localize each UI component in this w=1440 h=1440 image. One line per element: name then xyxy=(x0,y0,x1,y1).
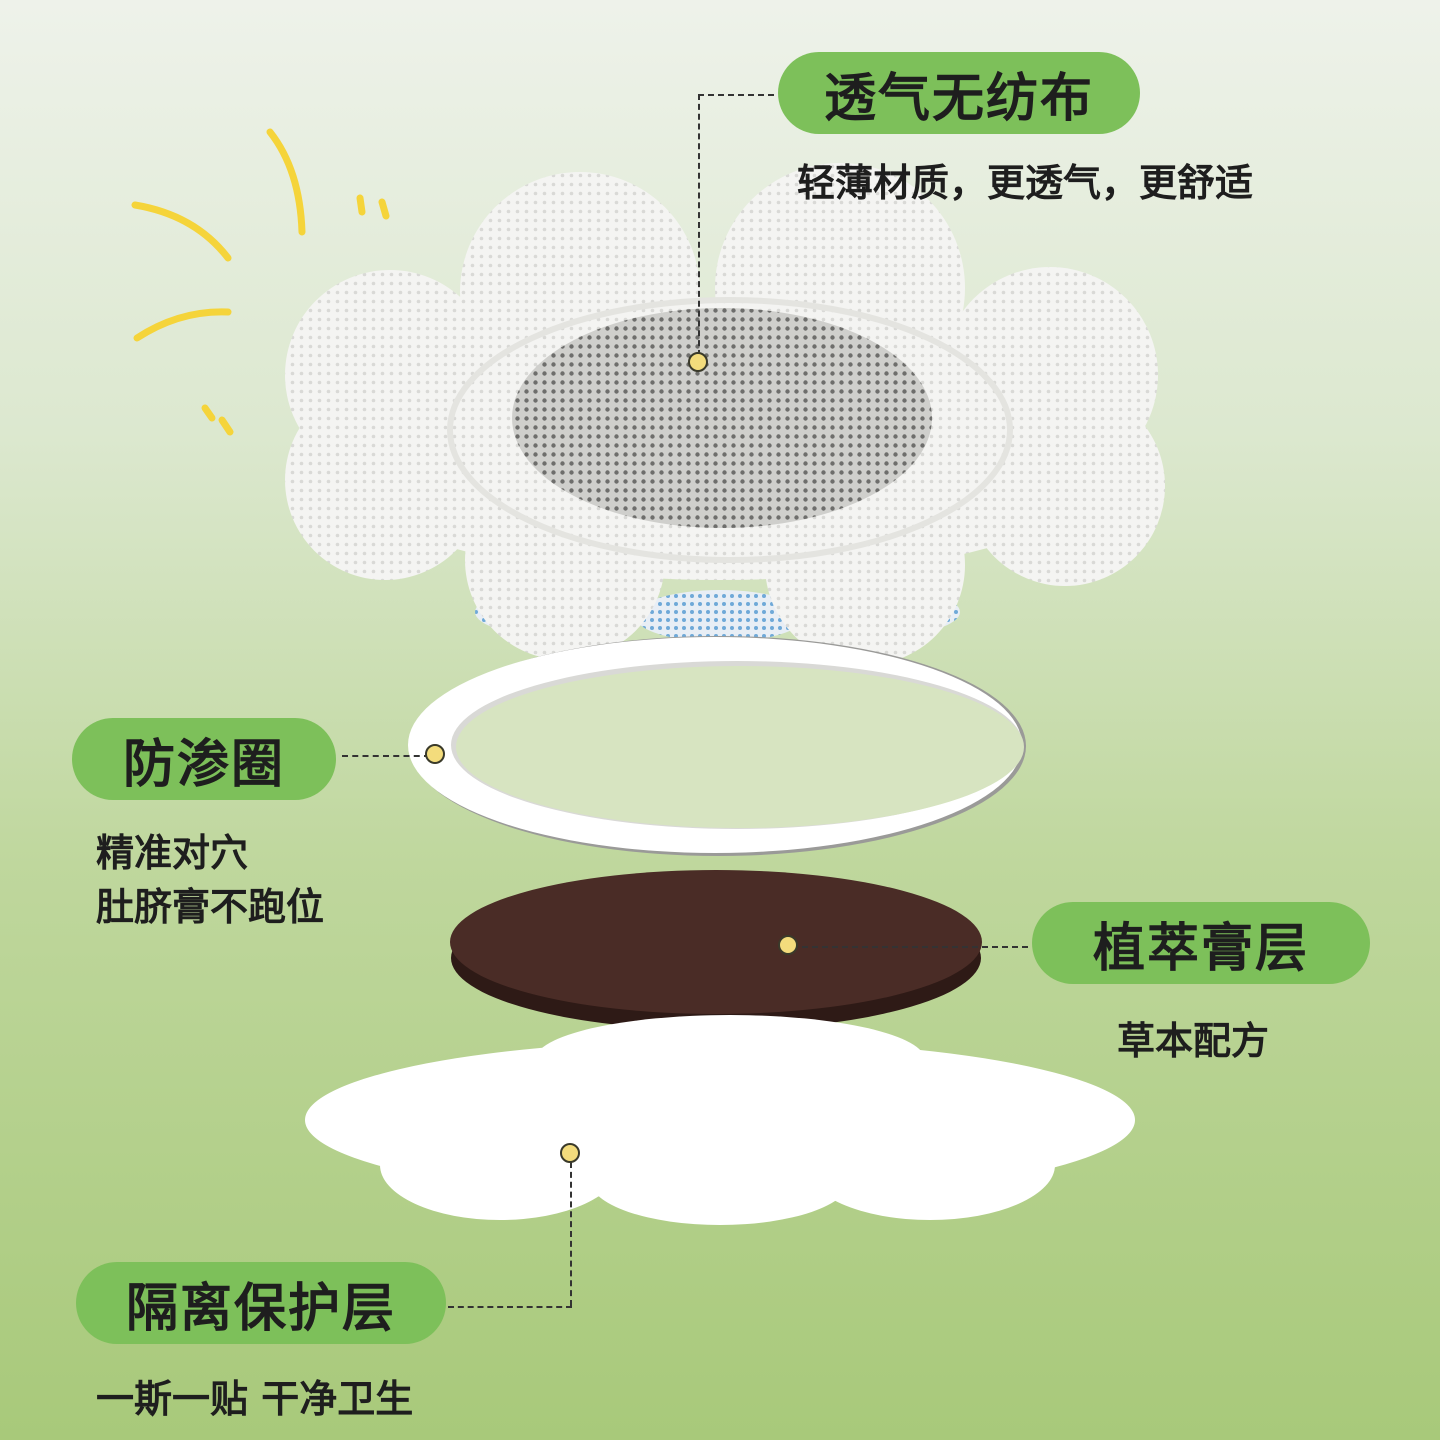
leak-ring-description-line-2: 肚脐膏不跑位 xyxy=(96,885,325,929)
herbal-paste-label: 植萃膏层 xyxy=(1032,902,1370,984)
nonwoven-center-mesh xyxy=(512,308,932,528)
sparkle-icon xyxy=(131,128,390,436)
leak-proof-ring-layer xyxy=(408,636,1026,856)
herbal-paste-description: 草本配方 xyxy=(1117,1019,1270,1063)
release-liner-description: 一斯一贴 干净卫生 xyxy=(96,1377,414,1421)
connector-nonwoven-h xyxy=(698,94,774,96)
release-liner-label: 隔离保护层 xyxy=(76,1262,446,1344)
ring-impression xyxy=(447,297,1013,563)
connector-ring xyxy=(342,755,430,757)
marker-paste xyxy=(778,935,798,955)
marker-nonwoven xyxy=(688,352,708,372)
connector-nonwoven-v xyxy=(698,94,700,356)
marker-liner xyxy=(560,1143,580,1163)
leak-ring-description-line-1: 精准对穴 xyxy=(96,831,249,875)
connector-liner-h xyxy=(448,1306,572,1308)
marker-ring xyxy=(425,744,445,764)
connector-paste xyxy=(792,946,1028,948)
leak-ring-label: 防渗圈 xyxy=(72,718,336,800)
release-liner-layer xyxy=(305,1015,1135,1225)
herbal-paste-layer xyxy=(450,870,982,1030)
connector-liner-v xyxy=(570,1162,572,1306)
nonwoven-label: 透气无纺布 xyxy=(778,52,1140,134)
nonwoven-description: 轻薄材质，更透气，更舒适 xyxy=(797,161,1254,205)
